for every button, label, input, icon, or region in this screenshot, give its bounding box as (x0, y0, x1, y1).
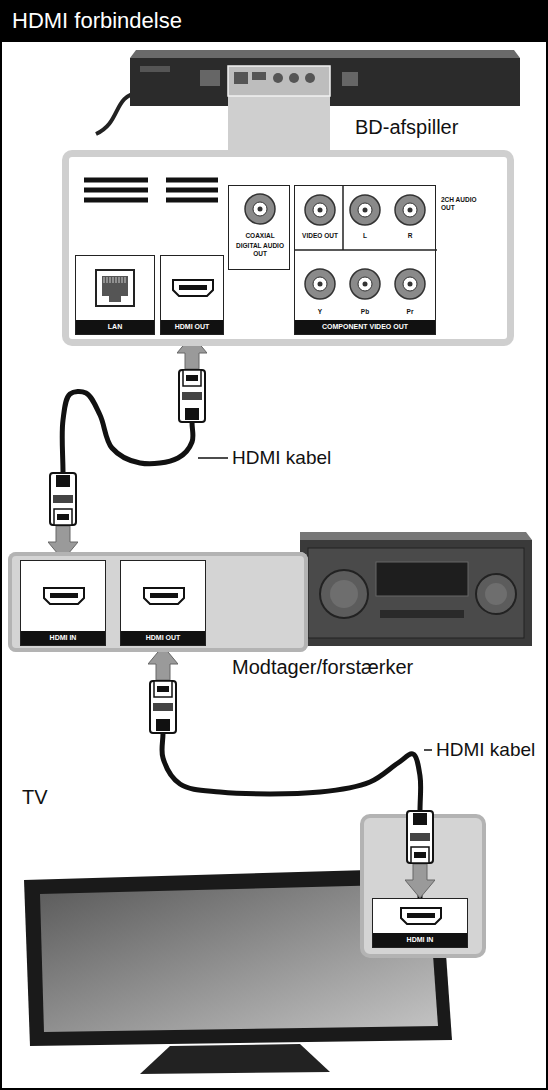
hdmi-plug (50, 473, 76, 525)
hdmi-plug (179, 370, 205, 422)
bd-player-illustration (96, 50, 520, 152)
port-label: VIDEO OUT (295, 232, 345, 240)
hdmi-plug (407, 811, 433, 863)
port-box: HDMI IN (20, 560, 106, 646)
port-box: HDMI IN (372, 898, 468, 948)
leader-line (424, 749, 432, 751)
port-box: LAN (75, 255, 155, 335)
leader-line (198, 457, 228, 459)
port-box: HDMI OUT (120, 560, 206, 646)
device-heading: Modtager/forstærker (232, 656, 413, 679)
port-box: COAXIAL DIGITAL AUDIO OUT (228, 185, 290, 270)
port-label: R (388, 232, 432, 240)
device-label: TV (22, 786, 48, 809)
port-label: L (343, 232, 387, 240)
receiver-illustration (300, 532, 532, 646)
port-label: HDMI OUT (121, 631, 205, 645)
tv-illustration (24, 816, 484, 1074)
port-label: COMPONENT VIDEO OUT (295, 320, 435, 334)
port-label: HDMI IN (373, 933, 467, 947)
hdmi-cable (162, 646, 421, 898)
port-label: Pr (388, 308, 432, 316)
port-label: DIGITAL AUDIO OUT (231, 242, 289, 257)
port-label: Pb (343, 308, 387, 316)
hdmi-plug (150, 681, 176, 733)
cable-label: HDMI kabel (435, 739, 536, 761)
port-box: HDMI OUT (160, 255, 224, 335)
coax-icon (229, 186, 289, 269)
port-group-label: 2CH AUDIO OUT (441, 196, 489, 211)
port-label: COAXIAL (231, 232, 289, 240)
title-band: HDMI forbindelse (0, 0, 548, 42)
cable-label: HDMI kabel (231, 447, 332, 469)
receiver-panel: HDMI INHDMI OUTModtager/forstærker (8, 552, 308, 652)
connector-panel: LAN HDMI OUT COAXIAL DIGITAL AUDIO OUT VIDEO… (62, 150, 514, 346)
port-label: LAN (76, 320, 154, 334)
device-heading: BD-afspiller (355, 116, 458, 139)
port-label: HDMI IN (21, 631, 105, 645)
hdmi-cable (62, 335, 193, 560)
port-label: Y (295, 308, 345, 316)
port-box: VIDEO OUTLR YPbPrCOMPONENT VIDEO OUT (294, 185, 436, 335)
port-label: HDMI OUT (161, 320, 223, 334)
